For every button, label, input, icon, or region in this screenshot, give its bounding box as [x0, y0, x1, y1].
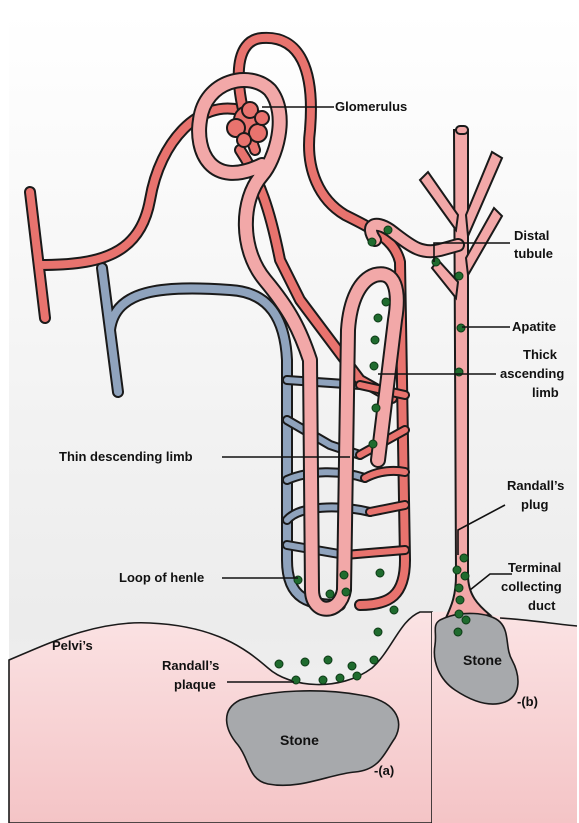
apatite-dot [374, 314, 382, 322]
apatite-dot [455, 272, 463, 280]
apatite-dot [455, 584, 463, 592]
apatite-dot [370, 362, 378, 370]
apatite-dot [461, 572, 469, 580]
apatite-dot [370, 656, 378, 664]
label-glomerulus: Glomerulus [335, 99, 407, 114]
apatite-dot [368, 238, 376, 246]
label-thick-2: ascending [500, 366, 564, 381]
label-randalls-plug-1: Randall’s [507, 478, 564, 493]
label-stone-a-marker: -(a) [374, 763, 394, 778]
apatite-dot [342, 588, 350, 596]
apatite-dot [453, 566, 461, 574]
apatite-dot [462, 616, 470, 624]
label-stone-a: Stone [280, 732, 319, 748]
label-stone-b: Stone [463, 652, 502, 668]
label-terminal-1: Terminal [508, 560, 561, 575]
apatite-dot [390, 606, 398, 614]
apatite-dot [353, 672, 361, 680]
apatite-dot [301, 658, 309, 666]
apatite-dot [460, 554, 468, 562]
apatite-dot [455, 610, 463, 618]
label-thick-1: Thick [523, 347, 558, 362]
apatite-dot [454, 628, 462, 636]
apatite-dot [374, 628, 382, 636]
apatite-dot [372, 404, 380, 412]
label-randalls-plaque-2: plaque [174, 677, 216, 692]
label-distal-2: tubule [514, 246, 553, 261]
label-distal-1: Distal [514, 228, 549, 243]
label-terminal-3: duct [528, 598, 556, 613]
apatite-dot [326, 590, 334, 598]
label-terminal-2: collecting [501, 579, 562, 594]
label-thin-descending: Thin descending limb [59, 449, 193, 464]
apatite-dot [382, 298, 390, 306]
apatite-dot [456, 596, 464, 604]
apatite-dot [384, 226, 392, 234]
apatite-dot [457, 324, 465, 332]
apatite-dot [371, 336, 379, 344]
label-randalls-plaque-1: Randall’s [162, 658, 219, 673]
apatite-dot [340, 571, 348, 579]
apatite-dot [376, 569, 384, 577]
apatite-dot [324, 656, 332, 664]
apatite-dot [336, 674, 344, 682]
label-pelvis: Pelvi’s [52, 638, 93, 653]
apatite-dot [275, 660, 283, 668]
label-randalls-plug-2: plug [521, 497, 548, 512]
label-loop-of-henle: Loop of henle [119, 570, 204, 585]
apatite-dot [369, 440, 377, 448]
label-stone-b-marker: -(b) [517, 694, 538, 709]
apatite-dot [348, 662, 356, 670]
apatite-dot [319, 676, 327, 684]
label-thick-3: limb [532, 385, 559, 400]
label-apatite: Apatite [512, 319, 556, 334]
